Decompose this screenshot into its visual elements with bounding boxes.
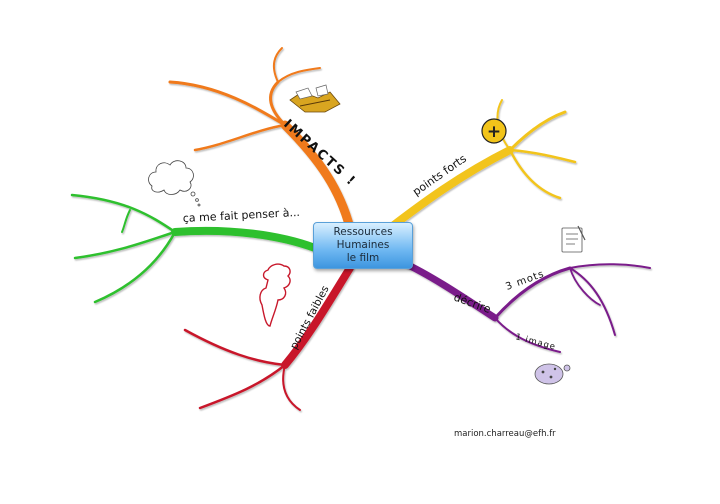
- notepad-icon: [561, 225, 586, 253]
- central-line-1: Ressources: [333, 226, 393, 238]
- central-line-2: Humaines: [336, 239, 390, 251]
- image-icon: [534, 363, 571, 385]
- decrire-label: décrire: [452, 291, 493, 316]
- branch-pense[interactable]: [70, 193, 319, 304]
- central-topic[interactable]: Ressources Humaines le film: [313, 222, 413, 269]
- plus-circle-icon: +: [481, 118, 507, 144]
- impacts-label: IMPACTS !: [280, 117, 359, 190]
- branch-points-faibles[interactable]: [183, 264, 354, 411]
- central-line-3: le film: [346, 252, 380, 264]
- une-image-label: 1 image: [514, 332, 557, 352]
- points-faibles-label: points faibles: [288, 284, 332, 352]
- thumbs-down-icon: [259, 263, 291, 327]
- paper-pile-icon: [289, 84, 341, 113]
- thought-cloud-icon: [148, 160, 201, 207]
- pense-label: ça me fait penser à...: [182, 206, 300, 225]
- plus-sign: +: [487, 122, 501, 142]
- branch-impacts[interactable]: [168, 47, 355, 233]
- author-email: marion.charreau@efh.fr: [454, 429, 556, 439]
- branch-points-forts[interactable]: [386, 99, 577, 232]
